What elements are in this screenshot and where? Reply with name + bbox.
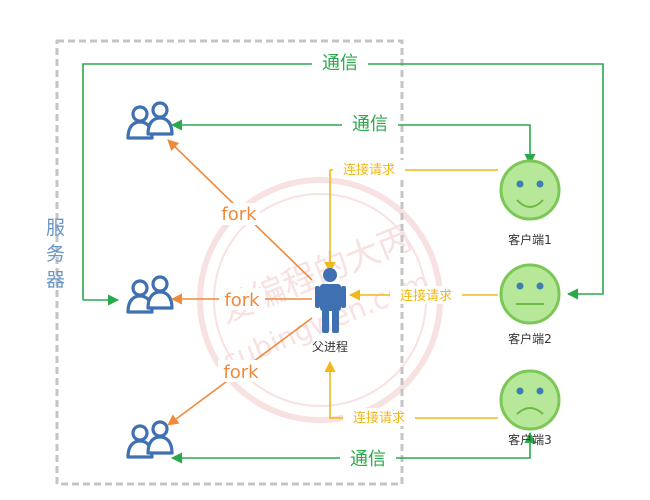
conn-request-2: 连接请求 [348,286,498,304]
comm-line-client3: 通信 [170,431,536,471]
server-label-char-1: 服 [46,217,65,239]
comm-label-bottom: 通信 [350,449,386,470]
conn-label-2: 连接请求 [400,288,452,304]
child-process-icon-1 [126,101,174,140]
comm-label-top: 通信 [322,53,358,74]
server-label: 服 务 器 [46,217,65,291]
conn-label-3: 连接请求 [353,410,405,426]
fork-label-mid: fork [224,290,260,311]
smile-face-icon [516,199,544,208]
comm-line-outer: 通信 [82,52,604,306]
parent-process: 父进程 [312,268,348,354]
client-2: 客户端2 [499,263,561,346]
client-2-label: 客户端2 [508,331,552,346]
fork-line-top: fork [167,139,313,281]
fork-label-bottom: fork [223,362,259,383]
server-box [55,39,404,486]
client-3: 客户端3 [499,369,561,447]
fork-line-bottom: fork [167,317,313,426]
child-process-icon-3 [126,420,174,459]
conn-request-3: 连接请求 [324,360,498,426]
client-1: 客户端1 [499,159,561,247]
client-3-label: 客户端3 [508,432,552,447]
child-process-icon-2 [126,275,174,314]
comm-line-client1: 通信 [170,112,536,166]
parent-process-label: 父进程 [312,339,348,354]
sad-face-icon [516,407,544,415]
conn-request-1: 连接请求 [324,160,498,274]
comm-label-mid: 通信 [352,114,388,135]
client-1-label: 客户端1 [508,232,552,247]
conn-label-1: 连接请求 [343,162,395,178]
server-label-char-3: 器 [46,269,65,291]
parent-process-icon [315,268,346,333]
server-label-char-2: 务 [46,243,65,265]
fork-line-mid: fork [170,288,312,311]
fork-label-top: fork [221,204,257,225]
